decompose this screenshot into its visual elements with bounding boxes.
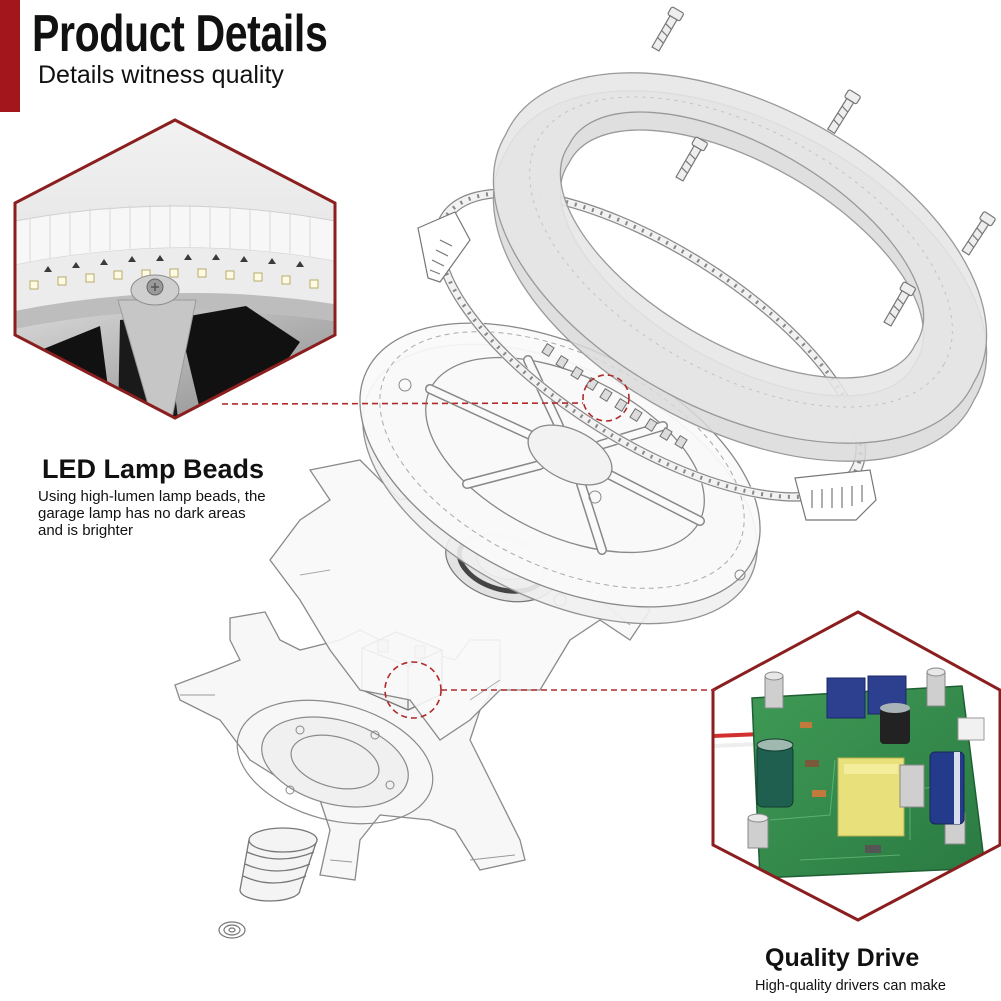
capacitor (880, 708, 910, 744)
led-callout-line (221, 402, 584, 405)
contact-spring (218, 921, 246, 939)
screw (826, 89, 861, 135)
strip-connector-tab (794, 469, 877, 521)
cover-screws (651, 6, 996, 327)
accent-bar (0, 0, 20, 112)
dark-cutout (178, 306, 300, 418)
screw (675, 136, 708, 182)
page-subtitle: Details witness quality (38, 61, 284, 89)
strip-connector-tab (417, 211, 471, 283)
driver-board-photo (713, 612, 1000, 920)
led-callout-circle (582, 374, 630, 422)
terminal-pin (926, 671, 946, 707)
drive-callout-circle (384, 661, 442, 719)
led-beads-description-line: Using high-lumen lamp beads, the (38, 488, 266, 505)
led-beads-description-line: garage lamp has no dark areas (38, 505, 246, 522)
led-beads-description-line: and is brighter (38, 522, 134, 539)
led-beads-heading: LED Lamp Beads (42, 454, 265, 484)
led-strip-ring (417, 188, 877, 521)
terminal-pin (764, 675, 784, 709)
heat-sink (899, 764, 925, 808)
quality-drive-heading: Quality Drive (765, 944, 920, 972)
quality-drive-description-line: High-quality drivers can make (755, 978, 946, 994)
led-bead-row (541, 342, 688, 450)
diffuser-ring-cover (492, 72, 988, 462)
e26-screw-base (239, 827, 318, 902)
output-connector (957, 717, 985, 741)
page-title: Product Details (32, 5, 328, 63)
led-hexagon-frame (13, 118, 337, 420)
x-capacitor (826, 677, 866, 719)
electrolytic-capacitor (756, 744, 794, 808)
screw (961, 211, 996, 256)
screw (883, 281, 916, 327)
screw (651, 6, 684, 52)
led-beads-closeup-photo (15, 120, 335, 418)
led-bead (29, 268, 319, 290)
